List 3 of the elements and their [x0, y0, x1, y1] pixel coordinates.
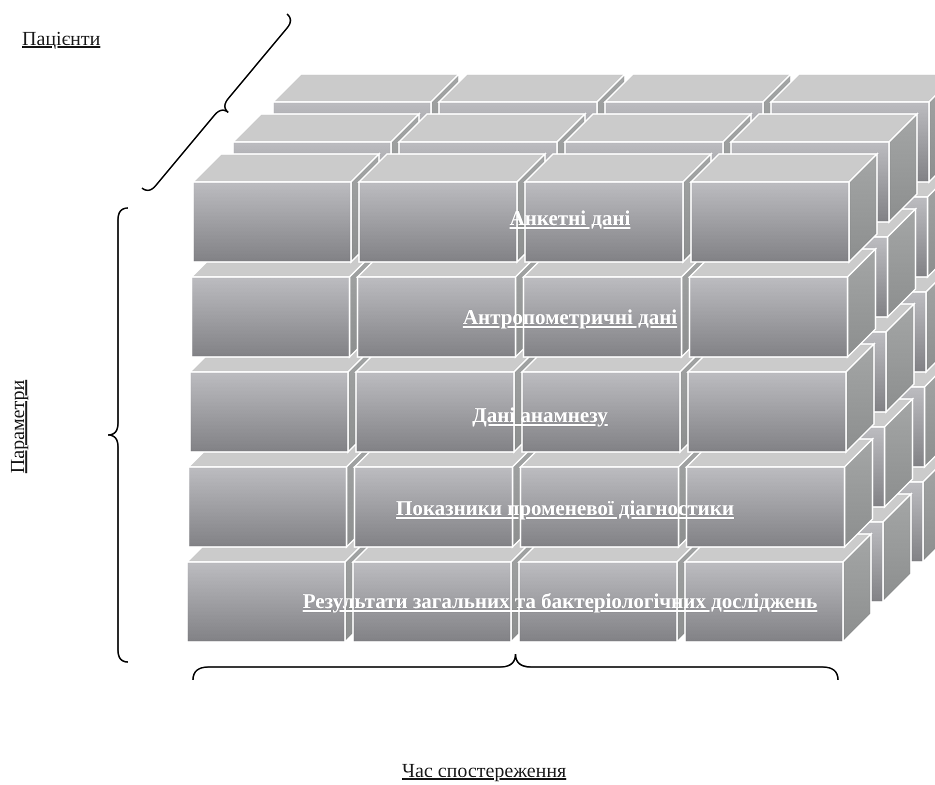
axis-label: Час спостереження [402, 760, 566, 783]
axis-label: Параметри [7, 380, 30, 474]
axis-label: Пацієнти [22, 28, 100, 51]
